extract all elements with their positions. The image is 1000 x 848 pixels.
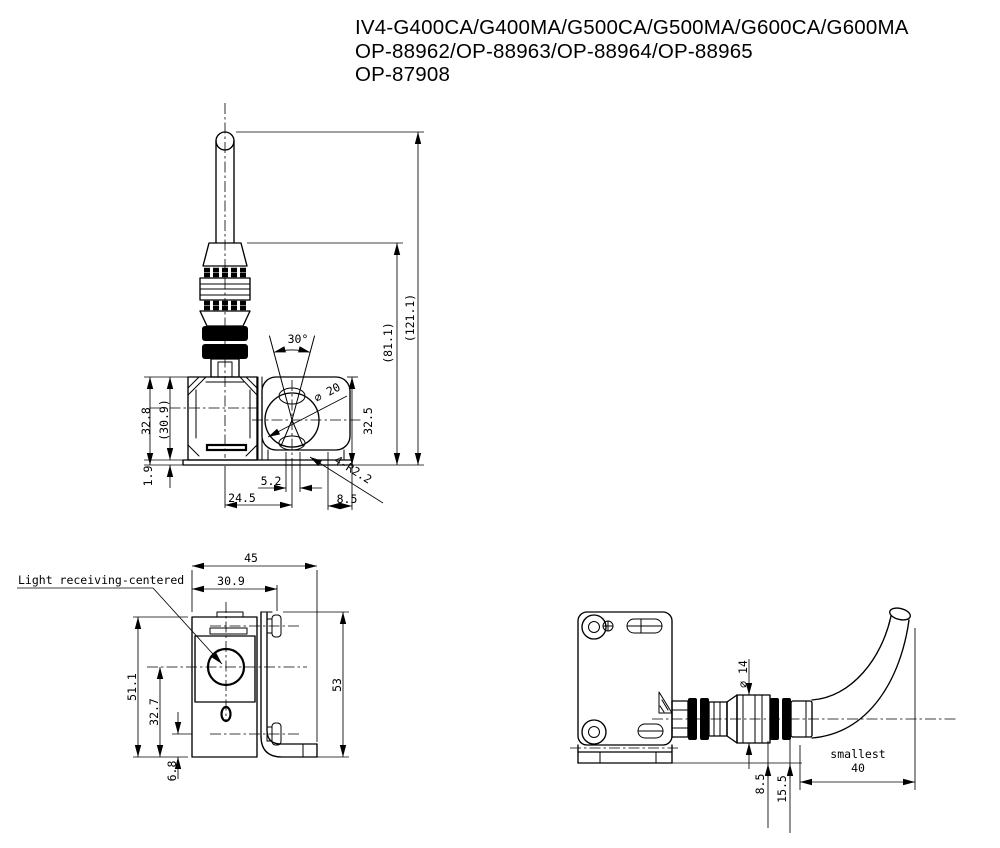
drawing-title: IV4-G400CA/G400MA/G500CA/G500MA/G600CA/G… (355, 16, 909, 87)
mounting-hole-bottom (581, 719, 607, 745)
dim-axis-offset: 24.5 (224, 458, 293, 509)
offset-large-label: 15.5 (775, 775, 789, 803)
height-to-connector-label: (81.1) (381, 322, 395, 364)
front-body-width-label: 30.9 (217, 574, 245, 588)
front-view: Light receiving-centered 45 30.9 51.1 (17, 551, 349, 781)
window-offset-label: 5.2 (261, 474, 282, 488)
base-plate (182, 459, 353, 466)
connector-dia-label: ⌀ 14 (736, 660, 750, 688)
front-body-height-label: 51.1 (125, 673, 139, 701)
edge-offset-label: 8.5 (337, 492, 358, 506)
bracket-screw-bottom (210, 722, 300, 746)
bracket-screw-top (210, 614, 300, 638)
cone-angle-label: 30° (288, 332, 309, 346)
screw-axis-height-label: 6.8 (165, 761, 179, 782)
title-option-models-1: OP-88962/OP-88963/OP-88964/OP-88965 (355, 39, 753, 63)
dim-lens-center-height: 32.7 (147, 667, 164, 757)
dim-body-width: 30.9 (192, 574, 278, 611)
cable-vertical (215, 103, 235, 458)
mounting-bracket (210, 611, 318, 758)
dim-height-to-connector: (81.1) (247, 242, 403, 465)
emitter-window-bottom (278, 435, 306, 451)
side-view: ⌀ 14 8.5 15.5 smallest 40 (570, 607, 956, 833)
face-plate (194, 635, 256, 703)
title-option-models-2: OP-87908 (355, 63, 451, 86)
lens-dia-leader: ⌀ 20 (267, 380, 348, 438)
light-receiving-note: Light receiving-centered (17, 573, 223, 665)
body-slot (205, 443, 248, 452)
dim-bracket-height: 53 (283, 611, 349, 758)
title-models: IV4-G400CA/G400MA/G500CA/G500MA/G600CA/G… (355, 16, 909, 39)
side-connector (652, 691, 956, 744)
dim-head-height: 32.5 (347, 376, 375, 465)
overall-width-label: 45 (244, 551, 258, 565)
lens-dia-label: ⌀ 20 (312, 380, 343, 405)
bracket-plate (570, 611, 678, 764)
base-lip-label: 1.9 (141, 466, 155, 487)
bent-cable (811, 607, 911, 739)
corner-radius-label: 4-R2.2 (332, 453, 375, 487)
dim-bend-radius: smallest 40 (799, 628, 916, 790)
dim-body-height: 32.8 (30.9) 1.9 (139, 376, 188, 488)
cable-end (889, 607, 911, 621)
dim-offsets: 8.5 15.5 (672, 738, 802, 833)
total-height-label: (121.1) (403, 294, 417, 342)
lens-center-height-label: 32.7 (147, 698, 161, 726)
dim-window-offset: 5.2 (258, 452, 322, 492)
axis-offset-label: 24.5 (228, 491, 256, 505)
front-body (147, 602, 307, 758)
top-tab (216, 611, 244, 618)
bracket-height-label: 53 (330, 678, 344, 692)
bend-label: smallest (830, 747, 885, 761)
bend-radius-label: 40 (851, 761, 865, 775)
dim-overall-width: 45 (191, 551, 318, 742)
offset-small-label: 8.5 (753, 774, 767, 795)
dim-front-body-height: 51.1 (125, 616, 188, 758)
head-height-label: 32.5 (361, 407, 375, 435)
sensor-head (252, 376, 362, 461)
dim-edge-offset: 8.5 (327, 452, 358, 510)
dim-total-height: (121.1) (236, 131, 424, 466)
dim-screw-axis-height: 6.8 (165, 712, 192, 781)
light-receiving-label: Light receiving-centered (18, 573, 184, 587)
fov-cone: 30° (269, 332, 315, 447)
mounting-hole-top (581, 614, 607, 640)
body-height-label: 32.8 (139, 407, 153, 435)
dim-connector-dia: ⌀ 14 (736, 659, 753, 769)
top-view: 30° ⌀ 20 4-R2.2 32.5 (81.1) (139, 103, 424, 510)
body-height-ref-label: (30.9) (157, 399, 171, 441)
